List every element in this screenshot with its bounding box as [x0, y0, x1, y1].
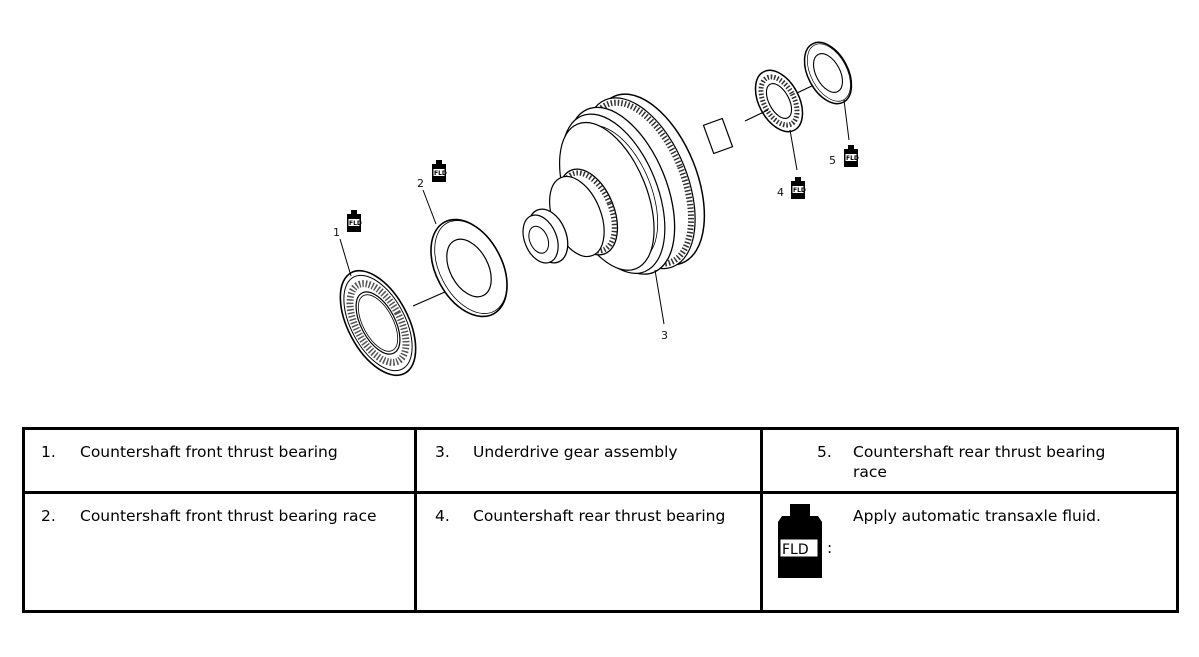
legend-cell: FLD : Apply automatic transaxle fluid. — [760, 491, 1179, 613]
exploded-view-diagram: 1 2 3 4 5 FLD FLD FLD FLD — [333, 41, 859, 377]
legend-row: 2. Countershaft front thrust bearing rac… — [22, 491, 1179, 613]
legend-text: Apply automatic transaxle fluid. — [853, 507, 1101, 526]
fluid-bottle-icon: FLD — [778, 504, 822, 579]
svg-text:FLD: FLD — [434, 170, 447, 177]
legend-number: 5. — [817, 443, 832, 461]
callout-2: 2 — [417, 177, 424, 190]
callout-3: 3 — [661, 329, 668, 342]
legend-cell: 1. Countershaft front thrust bearing — [22, 426, 417, 495]
underdrive-gear-assembly-drawing — [522, 93, 734, 275]
svg-text:FLD: FLD — [782, 542, 809, 558]
fluid-icon-5: FLD — [844, 145, 859, 167]
legend-number: 3. — [435, 443, 450, 461]
callout-5: 5 — [829, 154, 836, 167]
legend-text: Countershaft front thrust bearing race — [80, 507, 377, 526]
legend-number: 1. — [41, 443, 56, 461]
legend-text: Underdrive gear assembly — [473, 443, 678, 461]
svg-text:FLD: FLD — [349, 220, 362, 227]
legend-text: Countershaft front thrust bearing — [80, 443, 338, 461]
fluid-icon-1: FLD — [347, 210, 362, 232]
front-thrust-race-drawing — [430, 218, 508, 318]
legend-cell: 2. Countershaft front thrust bearing rac… — [22, 491, 417, 613]
legend-table: 1. Countershaft front thrust bearing 3. … — [22, 426, 1179, 613]
legend-row: 1. Countershaft front thrust bearing 3. … — [22, 426, 1179, 495]
legend-text: Countershaft rear thrust bearing — [473, 507, 726, 526]
svg-text:FLD: FLD — [846, 155, 859, 162]
legend-cell: 5. Countershaft rear thrust bearing race — [760, 426, 1179, 495]
legend-number: 2. — [41, 507, 56, 526]
rear-thrust-race-drawing — [803, 41, 853, 105]
legend-cell: 3. Underdrive gear assembly — [414, 426, 763, 495]
fluid-icon-4: FLD — [791, 177, 806, 199]
front-thrust-bearing-drawing — [339, 269, 417, 377]
callout-1: 1 — [333, 226, 340, 239]
fluid-icon-2: FLD — [432, 160, 447, 182]
legend-text: Countershaft rear thrust bearing race — [853, 443, 1106, 481]
rear-thrust-bearing-drawing — [754, 69, 804, 133]
fluid-colon: : — [827, 539, 833, 558]
legend-cell: 4. Countershaft rear thrust bearing — [414, 491, 763, 613]
legend-number: 4. — [435, 507, 450, 526]
callout-4: 4 — [777, 186, 784, 199]
svg-text:FLD: FLD — [793, 187, 806, 194]
